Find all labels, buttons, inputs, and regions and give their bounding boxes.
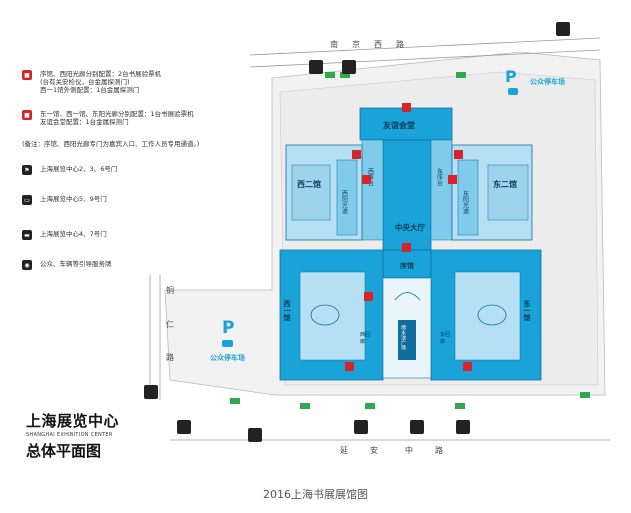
people-icon-s3 [456,420,470,434]
legend-note-3: 东一馆、西一馆、东阳光廊分别配置：1台书展验票机 [40,110,194,118]
xizi-stage [361,139,384,241]
legend-note-1b: (台有关安检仪，台金属探测门) [40,78,130,86]
parking-letter: P [505,67,517,86]
legend-entry-car-text: 上海展览中心5、9号门 [40,195,107,203]
svg-text:廊: 廊 [360,338,365,345]
gate-north-1 [325,72,335,78]
gate-north-3 [456,72,466,78]
north-road: 南京西路 [249,37,601,68]
checkpoint-icon: ■ [22,70,32,80]
legend-remark-text: (备注：序馆、西阳光廊专门为嘉宾入口、工作人员专用通道。) [22,140,200,148]
checkpoint-icon-2: ■ [22,110,32,120]
road-name-south-1: 延 [340,445,348,455]
legend-info-text: 公众、车辆等引导服务牌 [40,260,112,268]
south-road: 延 安 中 路 [170,439,610,455]
building-complex: 友谊会堂 中央大厅 序馆 序馆 西序台 东序台 西二馆 西阳光道 东二馆 东阳光… [279,107,542,381]
gate-sw [230,398,240,404]
truck-icon: ▬ [22,230,32,240]
hall-central-tower [382,139,432,251]
image-caption: 2016上海书展展馆图 [263,488,368,501]
perimeter-icons [144,22,570,442]
road-name-west-2: 仁 [166,319,174,329]
svg-text:廊: 廊 [440,338,445,345]
checkpoint-east-light [454,150,463,159]
parking-label-west: 公众停车场 [210,353,245,362]
title-cn: 上海展览中心 [26,412,120,430]
corridor-w-label: 西回 [360,332,370,338]
road-name-west-3: 路 [166,352,174,362]
car-icon-s2 [248,428,262,442]
dongxu-stage [430,139,453,241]
checkpoint-north [402,103,411,112]
pool [398,320,416,360]
road-name-south-2: 安 [370,445,378,455]
legend-entry-people: ⚑ 上海展览中心2、3、6号门 [22,165,117,175]
gates [230,72,590,409]
truck-icon-ne [556,22,570,36]
east-light-corridor [457,159,479,236]
people-icon-n1 [309,60,323,74]
truck-icon-w [144,385,158,399]
parking-west: P 公众停车场 [210,318,245,362]
legend-entry-truck: ▬ 上海展览中心4、7号门 [22,230,107,240]
checkpoint-xuguan [402,243,411,252]
road-name-north: 南京西路 [330,39,418,49]
gate-s2 [365,403,375,409]
car-icon: ▭ [22,195,32,205]
legend-entry-people-text: 上海展览中心2、3、6号门 [40,165,118,173]
hall-east2-label: 东二馆 [493,179,517,189]
gate-north-2 [340,72,350,78]
gate-s3 [455,403,465,409]
checkpoint-west-stage [362,175,371,184]
hall-west2-label: 西二馆 [297,179,321,189]
checkpoint-se [463,362,472,371]
map-title: 上海展览中心 SHANGHAI EXHIBITION CENTER 总体平面图 [26,410,119,461]
checkpoint-east-stage [448,175,457,184]
car-icon-s [177,420,191,434]
people-icon-s1 [354,420,368,434]
parking-northeast: P 公众停车场 [505,67,565,95]
hall-central-label: 中央大厅 [395,222,425,232]
parking-label: 公众停车场 [530,77,565,86]
parking-letter-west: P [222,318,234,338]
title-sub: 总体平面图 [26,442,102,460]
hall-xuguan [382,249,432,279]
legend-entry-truck-text: 上海展览中心4、7号门 [40,230,107,238]
gate-east [580,392,590,398]
checkpoint-markers [345,103,472,371]
corridor-e-label: 东回 [440,331,450,338]
west-light-label: 西阳光道 [341,190,348,215]
car-icon-n [342,60,356,74]
dongxu-label: 东序台 [436,167,443,187]
checkpoint-sw [345,362,354,371]
legend-note-4: 友谊会堂配置：1台金属探测门 [40,118,129,126]
legend-note-1: 序馆、西阳光廊分别配置：2台书展验票机 [40,70,162,78]
svg-text:序馆: 序馆 [399,261,414,270]
road-name-west-1: 铜 [166,285,174,295]
people-icon-s2 [410,420,424,434]
hall-east1-label: 东一馆 [523,299,531,322]
hall-youyi-label: 友谊会堂 [382,120,415,130]
info-icon: ◉ [22,260,32,270]
legend-entry-car: ▭ 上海展览中心5、9号门 [22,195,107,205]
hall-west1-label: 西一馆 [283,300,291,322]
people-icon: ⚑ [22,165,32,175]
title-en: SHANGHAI EXHIBITION CENTER [26,432,113,438]
legend-info: ◉ 公众、车辆等引导服务牌 [22,260,112,270]
legend-security-2: ■ 东一馆、西一馆、东阳光廊分别配置：1台书展验票机 友谊会堂配置：1台金属探测… [22,110,194,126]
checkpoint-west-light [352,150,361,159]
west-light-corridor [336,159,358,236]
gate-s1 [300,403,310,409]
legend-note-2: 西一1馆外侧配置：1台金属探测门 [40,86,140,94]
legend-security-1: ■ 序馆、西阳光廊分别配置：2台书展验票机 (台有关安检仪，台金属探测门) 西一… [22,70,161,94]
road-name-south-4: 路 [435,445,443,455]
legend-remark: (备注：序馆、西阳光廊专门为嘉宾入口、工作人员专用通道。) [22,140,199,148]
checkpoint-west1 [364,292,373,301]
east-light-label: 东阳光道 [462,189,469,215]
west-road: 铜 仁 路 [149,275,174,400]
road-name-south-3: 中 [405,445,413,455]
pool-label: 喷水池广场 [400,324,406,351]
